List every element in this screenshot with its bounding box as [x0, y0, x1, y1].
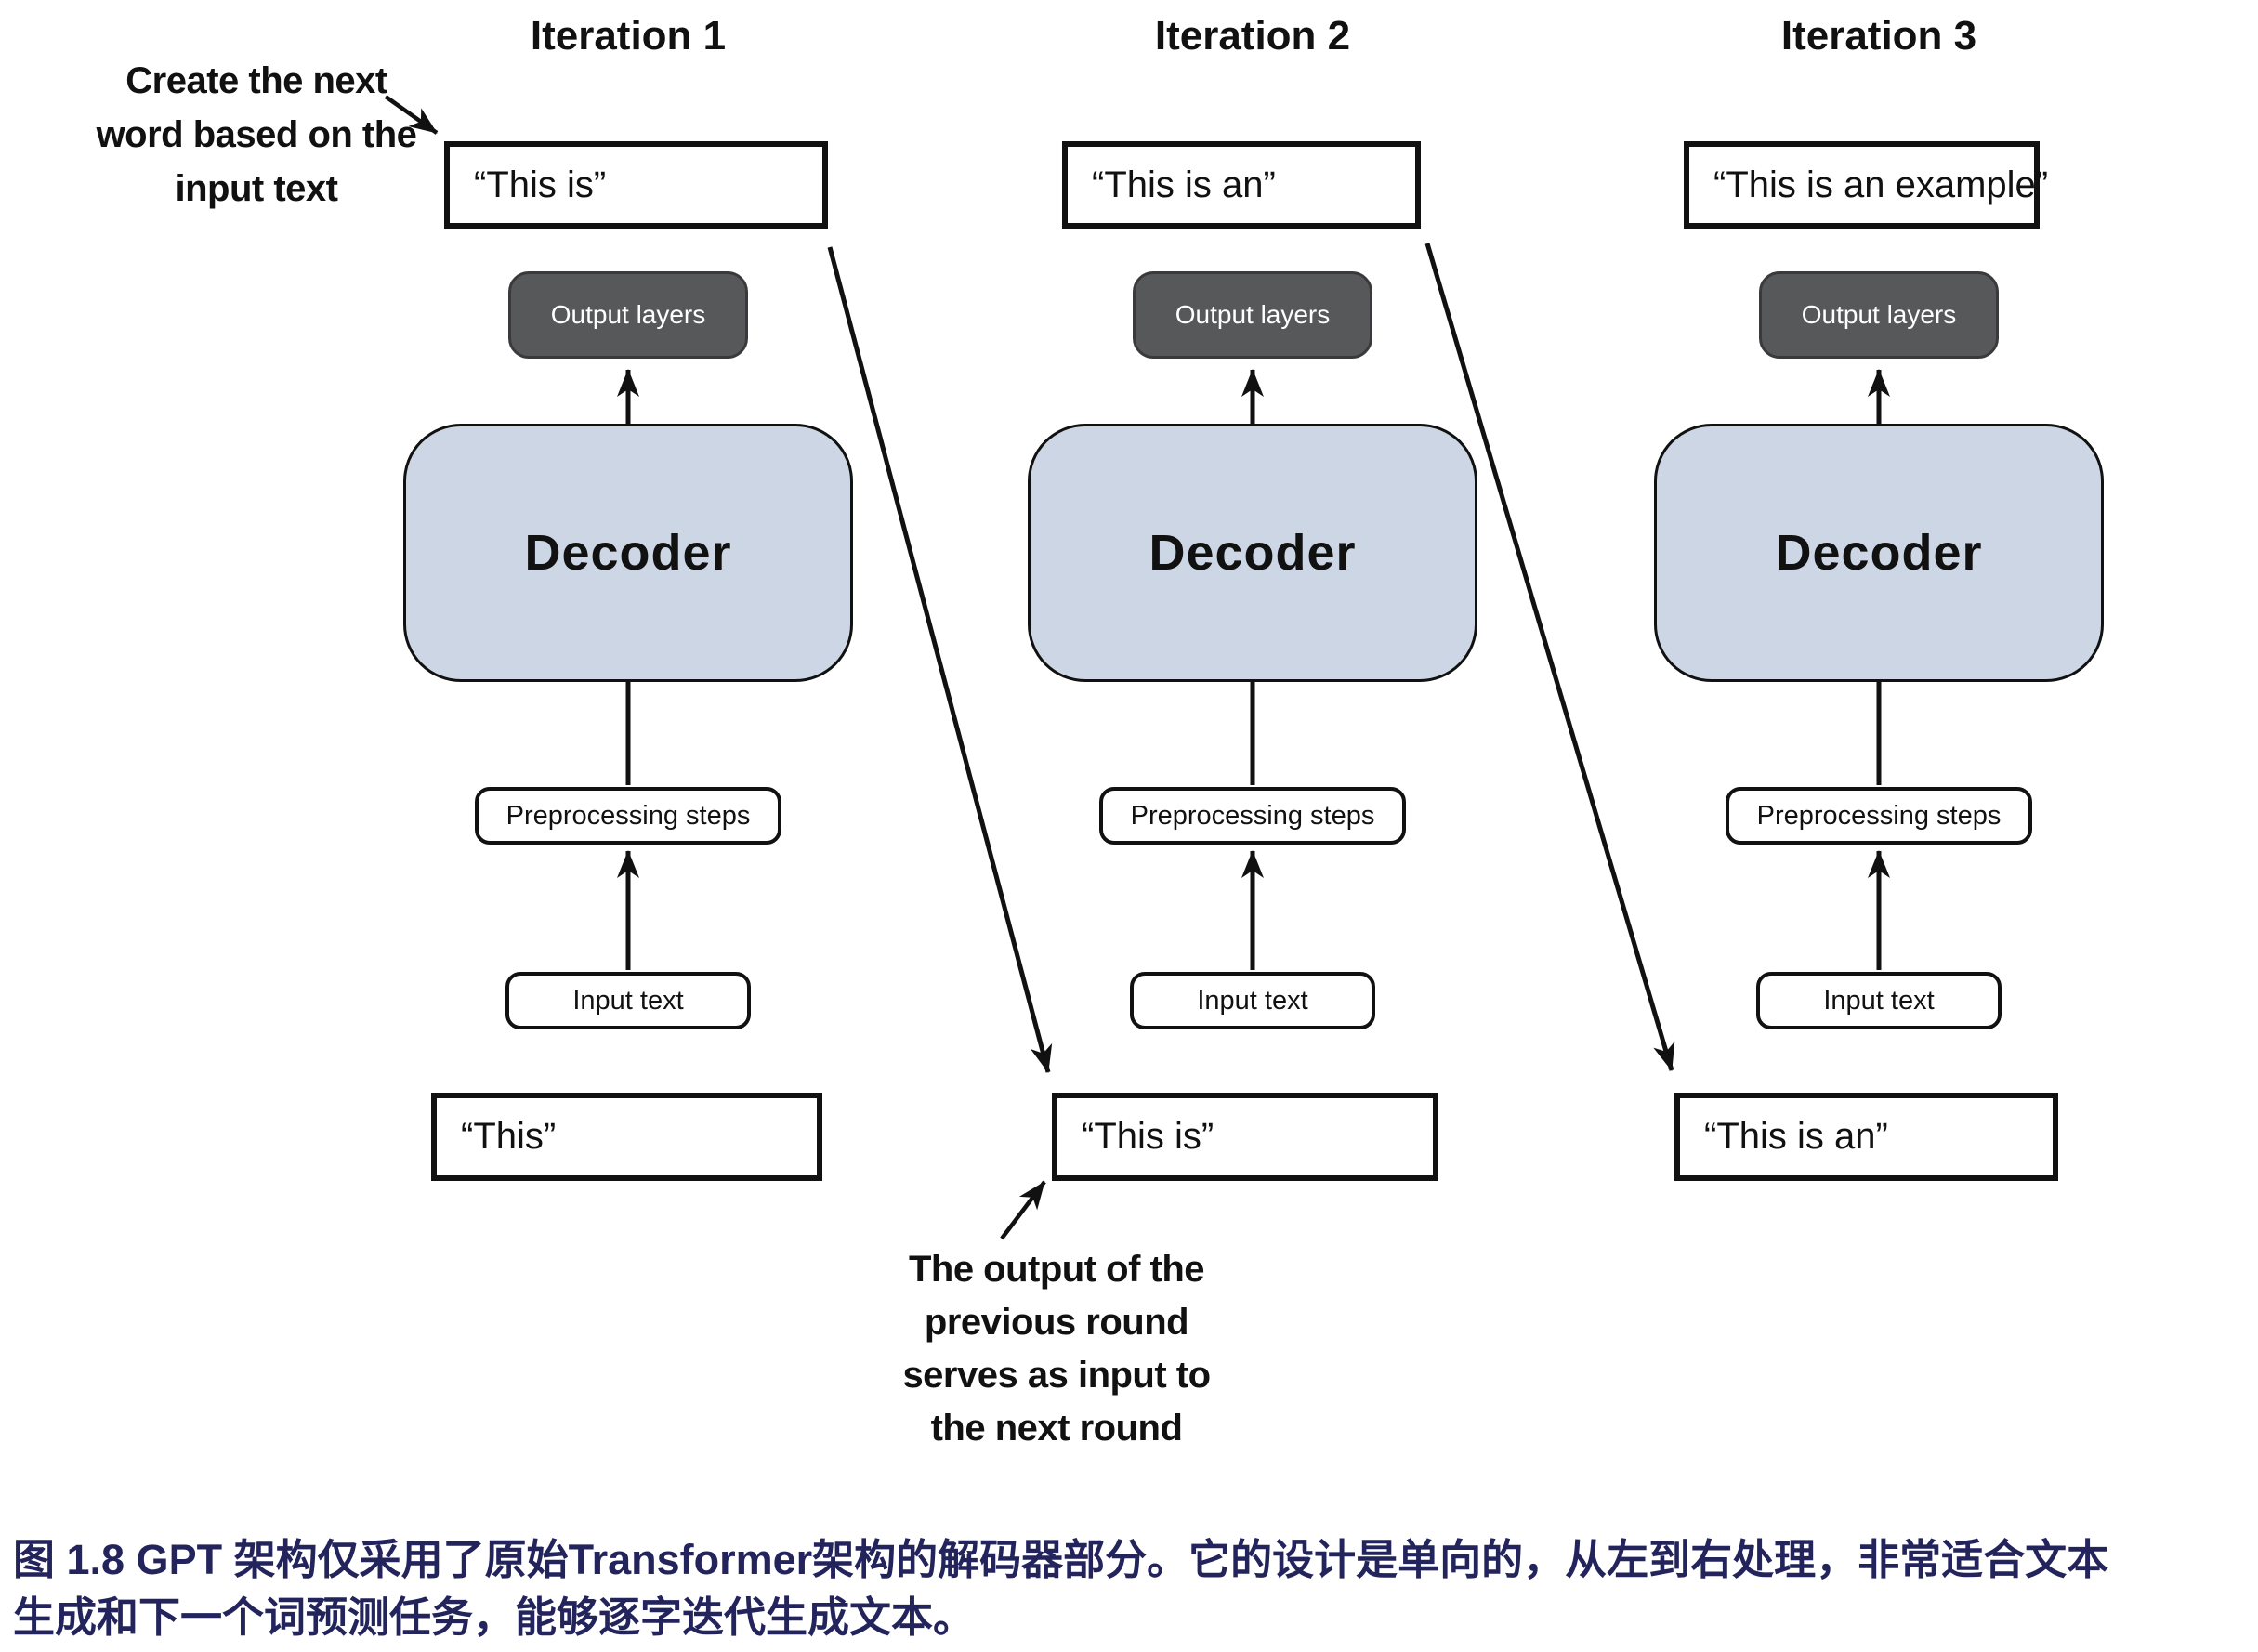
input-string-box: “This is an” — [1674, 1093, 2058, 1181]
preprocessing-steps-label: Preprocessing steps — [505, 800, 751, 831]
preprocessing-steps-box: Preprocessing steps — [1726, 787, 2032, 845]
decoder-box: Decoder — [403, 424, 853, 682]
input-string-text: “This” — [461, 1116, 557, 1157]
input-text-box: Input text — [505, 972, 751, 1029]
ann-output-line: the next round — [930, 1408, 1183, 1449]
ann-create-line: Create the next — [125, 60, 387, 101]
output-layers-label: Output layers — [1175, 300, 1331, 329]
input-text-label: Input text — [572, 985, 684, 1016]
input-string-box: “This” — [431, 1093, 822, 1181]
input-string-box: “This is” — [1052, 1093, 1438, 1181]
preprocessing-steps-box: Preprocessing steps — [475, 787, 781, 845]
iteration-header: Iteration 1 — [530, 13, 727, 59]
generated-text: “This is an” — [1092, 164, 1276, 205]
annotation-create-next-word: Create the next word based on the input te… — [97, 54, 417, 216]
ann-output-line: serves as input to — [902, 1355, 1211, 1396]
ann-create-line: word based on the — [96, 114, 417, 155]
decoder-label: Decoder — [1149, 525, 1357, 581]
input-text-box: Input text — [1756, 972, 2002, 1029]
ann-create-line: input text — [175, 168, 338, 209]
generated-text-box: “This is an” — [1062, 141, 1421, 229]
ann-output-line: previous round — [924, 1302, 1189, 1343]
annotation-output-previous-round: The output of the previous round serves as… — [902, 1243, 1211, 1455]
figure-caption: 图 1.8 GPT 架构仅采用了原始Transformer架构的解码器部分。它的… — [13, 1531, 2252, 1646]
ann-output-line: The output of the — [908, 1249, 1205, 1290]
caption-line: 图 1.8 GPT 架构仅采用了原始Transformer架构的解码器部分。它的… — [13, 1536, 2109, 1583]
arrow-annotation-output-previous — [1000, 1180, 1046, 1240]
preprocessing-steps-box: Preprocessing steps — [1099, 787, 1406, 845]
generated-text-box: “This is an example” — [1684, 141, 2048, 229]
input-string-text: “This is an” — [1704, 1116, 1888, 1157]
iteration-header: Iteration 3 — [1780, 13, 1977, 59]
output-layers-label: Output layers — [1801, 300, 1957, 329]
input-text-label: Input text — [1197, 985, 1308, 1016]
arrow-iter1-output-to-iter2-input — [827, 246, 1053, 1073]
decoder-box: Decoder — [1654, 424, 2104, 682]
output-layers-box: Output layers — [1759, 271, 1999, 359]
generated-text: “This is an example” — [1713, 164, 2049, 205]
decoder-box: Decoder — [1028, 424, 1477, 682]
caption-line: 生成和下一个词预测任务，能够逐字迭代生成文本。 — [13, 1593, 976, 1641]
input-string-text: “This is” — [1082, 1116, 1214, 1157]
preprocessing-steps-label: Preprocessing steps — [1756, 800, 2002, 831]
generated-text-box: “This is” — [444, 141, 828, 229]
output-layers-label: Output layers — [550, 300, 706, 329]
output-layers-box: Output layers — [1133, 271, 1372, 359]
output-layers-box: Output layers — [508, 271, 748, 359]
decoder-label: Decoder — [1775, 525, 1983, 581]
decoder-label: Decoder — [524, 525, 732, 581]
generated-text: “This is” — [474, 164, 607, 205]
preprocessing-steps-label: Preprocessing steps — [1130, 800, 1375, 831]
input-text-label: Input text — [1823, 985, 1935, 1016]
iteration-header: Iteration 2 — [1154, 13, 1351, 59]
input-text-box: Input text — [1130, 972, 1375, 1029]
